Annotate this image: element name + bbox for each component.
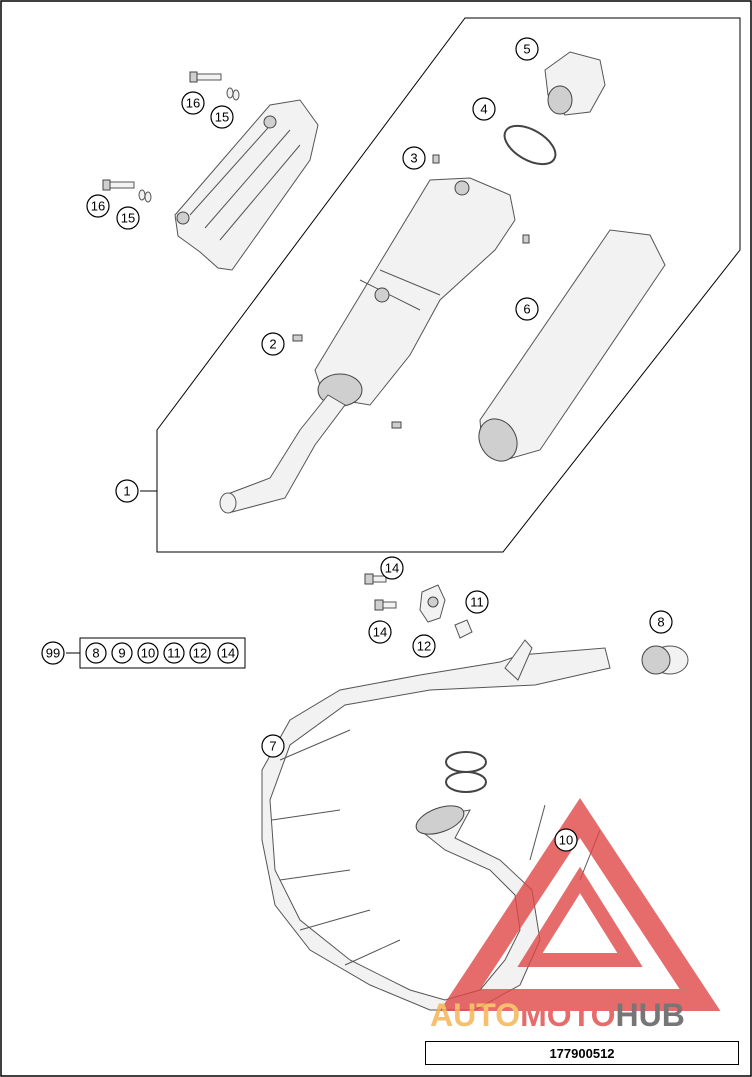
screw-3 — [432, 154, 530, 244]
callout-6: 6 — [515, 297, 539, 321]
seal-ring — [503, 124, 557, 166]
svg-text:15: 15 — [121, 211, 135, 226]
screw-2 — [292, 334, 402, 429]
end-cap — [544, 51, 606, 116]
silencer-assembly-outline — [156, 17, 741, 553]
svg-text:2: 2 — [269, 337, 276, 352]
kit-item-9: 9 — [111, 642, 133, 664]
callout-3: 3 — [402, 146, 426, 170]
callout-2: 2 — [261, 332, 285, 356]
svg-text:3: 3 — [410, 151, 417, 166]
svg-text:8: 8 — [92, 646, 99, 661]
bolt-14-upper — [364, 573, 387, 585]
watermark-hub: HUB — [615, 997, 684, 1033]
callout-8: 8 — [649, 610, 673, 634]
callout-14-upper: 14 — [380, 556, 404, 580]
svg-text:15: 15 — [215, 110, 229, 125]
leader-lines — [66, 490, 157, 654]
callout-5: 5 — [515, 37, 539, 61]
callout-1: 1 — [115, 479, 139, 503]
svg-text:14: 14 — [221, 646, 235, 661]
svg-text:16: 16 — [186, 96, 200, 111]
callout-10: 10 — [554, 828, 578, 852]
watermark-auto: AUTO — [430, 997, 520, 1033]
svg-text:7: 7 — [269, 739, 276, 754]
bolt-16-lower — [102, 179, 135, 191]
kit-item-11: 11 — [163, 642, 185, 664]
svg-text:10: 10 — [559, 833, 573, 848]
svg-text:99: 99 — [46, 646, 60, 661]
washer-15-upper — [226, 87, 240, 101]
exhaust-flange-sleeve — [641, 645, 689, 675]
watermark-triangle-logo — [439, 798, 721, 1011]
callout-16-upper: 16 — [181, 91, 205, 115]
callout-14-lower: 14 — [368, 620, 392, 644]
svg-text:14: 14 — [385, 561, 399, 576]
svg-text:11: 11 — [470, 595, 484, 610]
rubber-mount — [419, 584, 446, 623]
clip-nut — [454, 619, 473, 639]
callout-15-lower: 15 — [116, 206, 140, 230]
bolt-16-upper — [189, 71, 222, 83]
bolt-14-lower — [374, 599, 397, 611]
svg-text:11: 11 — [167, 646, 181, 661]
svg-text:16: 16 — [91, 199, 105, 214]
svg-text:14: 14 — [373, 625, 387, 640]
callout-4: 4 — [472, 97, 496, 121]
kit-item-14: 14 — [217, 642, 239, 664]
callout-11: 11 — [465, 590, 489, 614]
callout-16-lower: 16 — [86, 194, 110, 218]
svg-text:12: 12 — [417, 639, 431, 654]
watermark-text: AUTOMOTOHUB — [430, 997, 685, 1033]
silencer-body — [219, 177, 516, 514]
automotohub-watermark: AUTOMOTOHUB — [430, 798, 721, 1033]
svg-text:9: 9 — [118, 646, 125, 661]
callout-12: 12 — [412, 634, 436, 658]
callout-7: 7 — [261, 734, 285, 758]
kit-item-10: 10 — [137, 642, 159, 664]
kit-item-12: 12 — [189, 642, 211, 664]
svg-text:12: 12 — [193, 646, 207, 661]
svg-text:5: 5 — [523, 42, 530, 57]
kit-item-8: 8 — [85, 642, 107, 664]
callout-15-upper: 15 — [210, 105, 234, 129]
svg-text:4: 4 — [480, 102, 487, 117]
svg-text:1: 1 — [123, 484, 130, 499]
drawing-number: 177900512 — [425, 1041, 739, 1065]
heat-shield — [174, 99, 319, 271]
svg-text:6: 6 — [523, 302, 530, 317]
watermark-moto: MOTO — [520, 997, 615, 1033]
pipe-o-rings — [445, 751, 487, 793]
svg-text:10: 10 — [141, 646, 155, 661]
callout-99: 99 — [41, 641, 65, 665]
silencer-sleeve — [478, 229, 666, 462]
washer-15-lower — [138, 189, 152, 203]
svg-text:8: 8 — [657, 615, 664, 630]
